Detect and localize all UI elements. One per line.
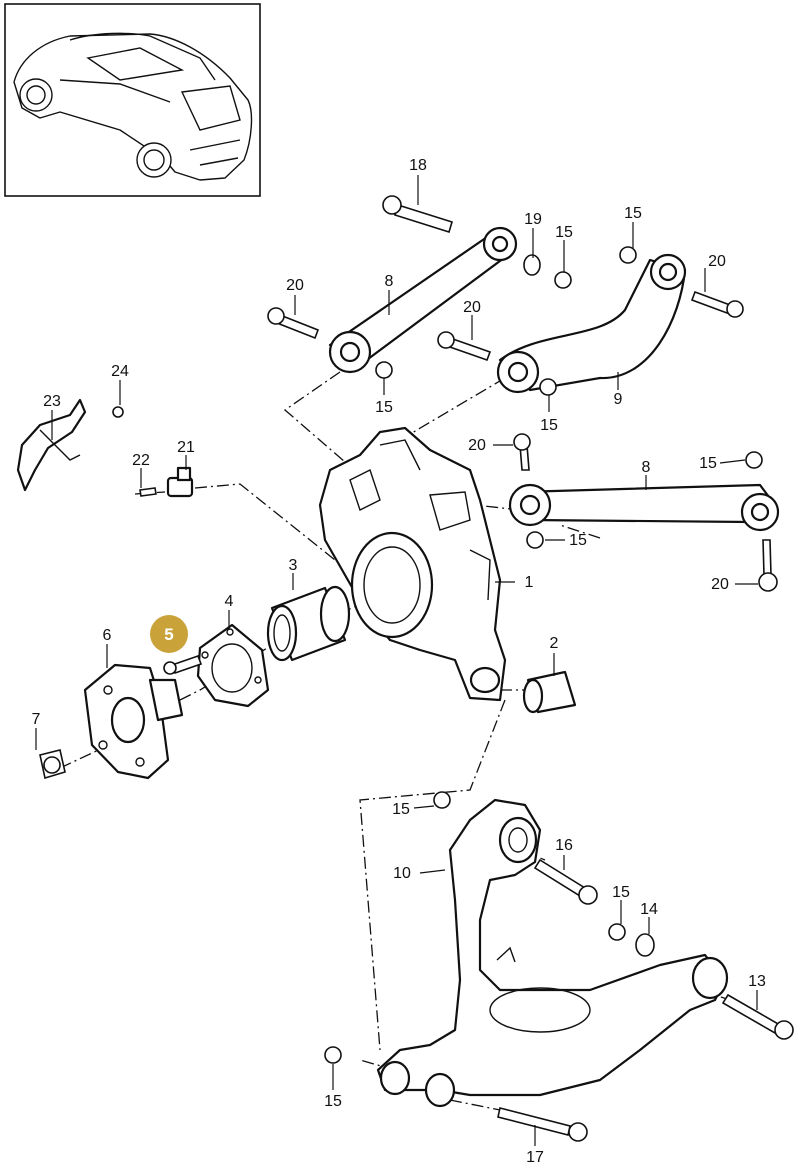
- label-4[interactable]: 4: [225, 593, 234, 610]
- wheel-carrier-1: [318, 426, 507, 702]
- sensor-21: [166, 466, 194, 498]
- highlight-callout-5[interactable]: 5: [150, 615, 188, 653]
- label-7[interactable]: 7: [32, 711, 41, 728]
- highlight-number: 5: [164, 625, 173, 644]
- label-15-c[interactable]: 15: [375, 399, 393, 416]
- label-14[interactable]: 14: [640, 901, 658, 918]
- label-22[interactable]: 22: [132, 452, 150, 469]
- label-10[interactable]: 10: [393, 865, 411, 882]
- bushing-2: [522, 670, 577, 714]
- label-20-c[interactable]: 20: [708, 253, 726, 270]
- cover-plate-4: [196, 623, 270, 708]
- label-15-i[interactable]: 15: [324, 1093, 342, 1110]
- label-15-e[interactable]: 15: [699, 455, 717, 472]
- highlight-badge[interactable]: [150, 615, 188, 653]
- label-15-h[interactable]: 15: [612, 884, 630, 901]
- label-3[interactable]: 3: [289, 557, 298, 574]
- label-23[interactable]: 23: [43, 393, 61, 410]
- label-15-a[interactable]: 15: [555, 224, 573, 241]
- label-1[interactable]: 1: [525, 574, 534, 591]
- wheel-hub-6: [83, 663, 184, 780]
- label-20-b[interactable]: 20: [463, 299, 481, 316]
- label-13[interactable]: 13: [748, 973, 766, 990]
- label-20-d[interactable]: 20: [468, 437, 486, 454]
- label-20-a[interactable]: 20: [286, 277, 304, 294]
- label-19[interactable]: 19: [524, 211, 542, 228]
- label-15-b[interactable]: 15: [624, 205, 642, 222]
- label-24[interactable]: 24: [111, 363, 129, 380]
- control-arm-8-right: [508, 483, 780, 532]
- label-18[interactable]: 18: [409, 157, 427, 174]
- label-20-e[interactable]: 20: [711, 576, 729, 593]
- label-6[interactable]: 6: [103, 627, 112, 644]
- label-17[interactable]: 17: [526, 1149, 544, 1166]
- label-15-f[interactable]: 15: [569, 532, 587, 549]
- label-15-g[interactable]: 15: [392, 801, 410, 818]
- label-2[interactable]: 2: [550, 635, 559, 652]
- upper-control-arm-8-top: [328, 226, 518, 374]
- vehicle-thumbnail: [4, 3, 261, 197]
- label-9[interactable]: 9: [614, 391, 623, 408]
- wheel-bearing-3: [266, 585, 351, 662]
- label-21[interactable]: 21: [177, 439, 195, 456]
- bracket-23: [16, 398, 87, 492]
- fasteners: [39, 195, 794, 1142]
- leader-lines: [35, 175, 758, 1146]
- lower-control-arm-10: [376, 798, 729, 1108]
- label-8-right[interactable]: 8: [642, 459, 651, 476]
- label-8-top[interactable]: 8: [385, 273, 394, 290]
- control-arm-9: [496, 253, 687, 394]
- part-labels: 18 8 20 20 19 15 15 20 15 9 15 20 8 15 1…: [32, 157, 766, 1166]
- label-15-d[interactable]: 15: [540, 417, 558, 434]
- label-16[interactable]: 16: [555, 837, 573, 854]
